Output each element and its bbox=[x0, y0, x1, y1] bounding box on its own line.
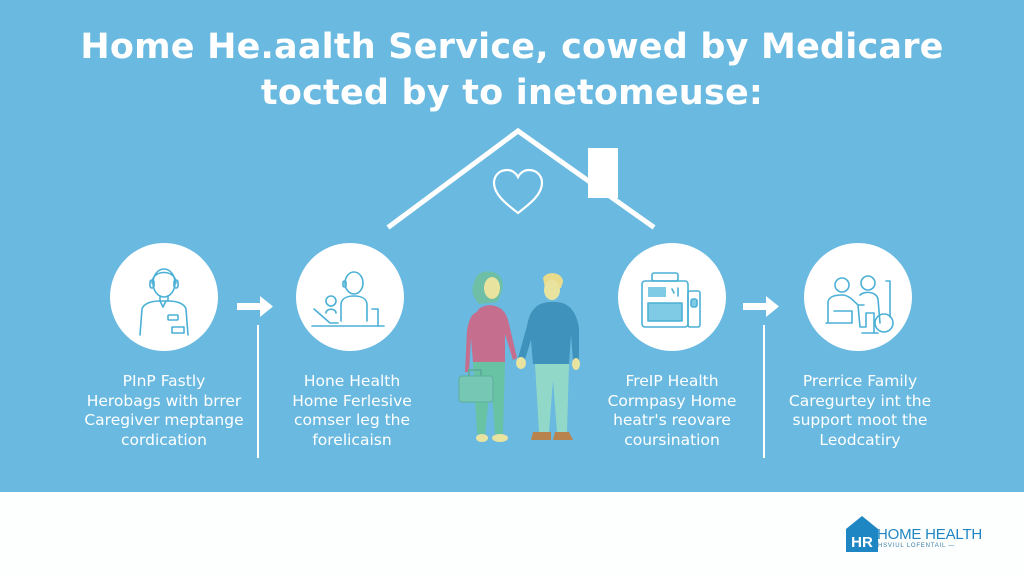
brand-logo: HR HOME HEALTH HSVIUL LOFENTAIL — bbox=[845, 515, 1015, 555]
step-1-icon-circle bbox=[110, 243, 218, 351]
step-3-icon-circle bbox=[618, 243, 726, 351]
title-line-1: Home He.aalth Service, cowed by Medicare bbox=[80, 27, 944, 67]
svg-text:HR: HR bbox=[851, 534, 873, 551]
couple-holding-hands bbox=[458, 271, 580, 442]
page-title: Home He.aalth Service, cowed by Medicare… bbox=[0, 24, 1024, 116]
divider-line bbox=[257, 325, 259, 458]
medical-equipment-icon bbox=[641, 272, 701, 328]
step-4-caption: Prerrice Family Caregurtey int the suppo… bbox=[788, 372, 932, 449]
step-2-caption: Hone Health Home Ferlesive comser leg th… bbox=[292, 372, 412, 449]
logo-name: HOME HEALTH bbox=[877, 526, 983, 543]
arrow-right-icon bbox=[237, 296, 273, 317]
title-line-2: tocted by to inetomeuse: bbox=[260, 73, 764, 113]
house-logo-icon: HR bbox=[846, 516, 878, 552]
step-2-icon-circle bbox=[296, 243, 404, 351]
step-3-caption: FreIP Health Cormpasy Home heatr's reova… bbox=[607, 372, 737, 449]
caregiver-at-desk-icon bbox=[311, 271, 385, 327]
logo-tagline: HSVIUL LOFENTAIL — bbox=[878, 543, 956, 549]
step-4-icon-circle bbox=[804, 243, 912, 351]
chimney-icon bbox=[588, 148, 618, 198]
step-1-caption: PInP Fastly Herobags with brrer Caregive… bbox=[84, 372, 244, 449]
caregiver-with-headset-icon bbox=[139, 268, 189, 336]
patient-wheelchair-care-icon bbox=[825, 275, 894, 334]
heart-outline-icon bbox=[492, 168, 544, 215]
house-roof-icon bbox=[386, 127, 656, 230]
arrow-right-icon bbox=[743, 296, 779, 317]
divider-line bbox=[763, 325, 765, 458]
